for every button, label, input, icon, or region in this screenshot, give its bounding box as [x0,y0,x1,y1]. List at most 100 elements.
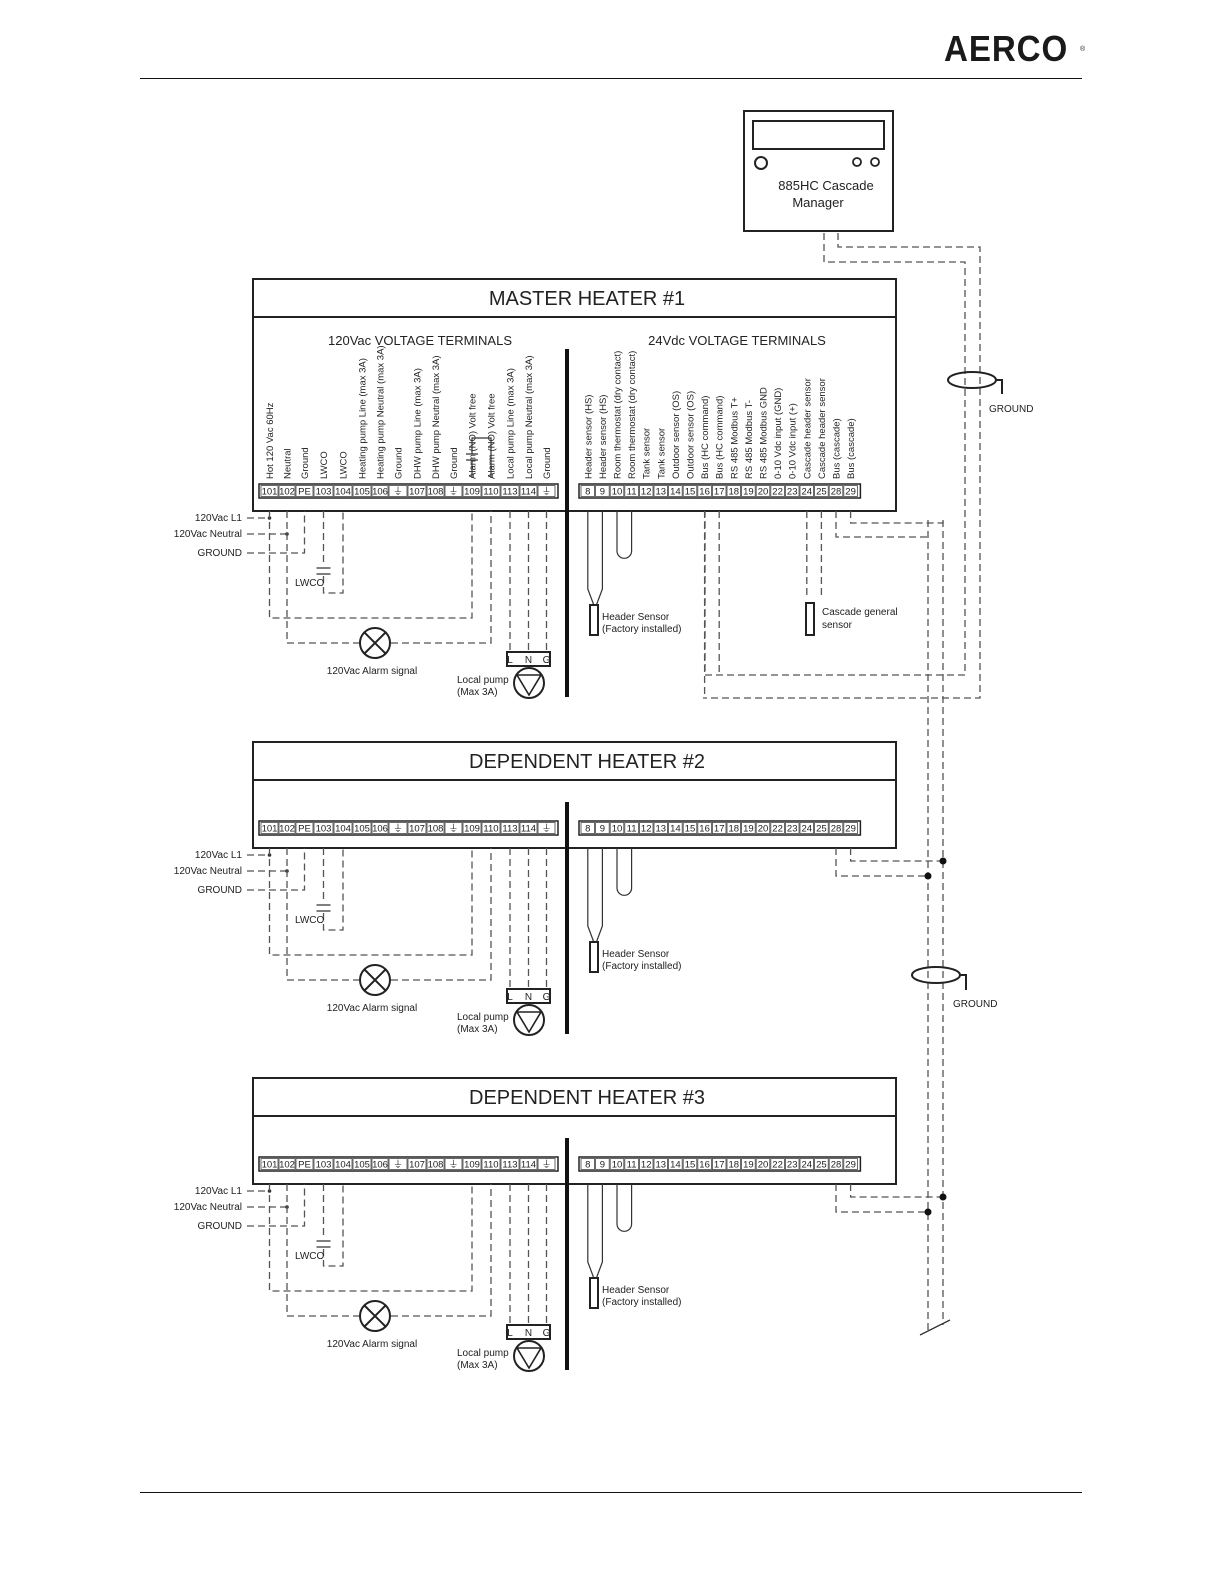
ac-terminal-cell [462,485,482,497]
ac-terminal-label: Alarm (NO) Volt free [487,393,498,479]
lwco-circuit: LWCO [295,511,344,594]
ac-terminal-cell [407,822,427,834]
pump-terminal-l: L [507,1328,513,1339]
ac-terminal-id: 109 [464,824,480,835]
manager-button-icon [870,157,880,167]
dc-terminal-cell [697,822,712,834]
dc-terminal-cell [828,822,844,834]
dc-terminal-id: 18 [729,487,740,498]
dc-terminal: 24 [799,1158,815,1171]
ac-terminal-label: Ground [394,447,405,479]
supply-label: 120Vac L1 [195,1186,243,1197]
ac-terminal-id: 108 [428,487,444,498]
ac-terminal-cell [500,485,520,497]
ac-terminal-id: 104 [335,1160,351,1171]
ac-terminal-id: 107 [409,1160,425,1171]
dc-terminal: 20 [755,1158,771,1171]
thermostat-jumper [616,848,633,896]
lwco-circuit: LWCO [295,848,344,931]
dc-terminal: 20 [755,822,771,835]
dc-terminal-cell [624,822,639,834]
cascade-manager: 885HC Cascade Manager [743,110,894,232]
ac-terminal-cell [500,1158,520,1170]
ac-terminal-cell [333,485,353,497]
ac-terminal: 104 [333,822,353,835]
bus-junction-dot [939,1193,947,1201]
ac-terminal-id: 114 [521,824,536,835]
ac-terminal-cell [407,485,427,497]
ac-terminal-id: 101 [262,824,278,835]
dc-terminal: 12 [639,822,654,835]
dc-terminal-cell [624,485,639,497]
pump-triangle [515,674,543,697]
pump-terminal-block [506,651,551,667]
ac-terminal-cell [537,822,556,834]
dc-terminal: 24 [799,822,815,835]
ac-terminal: 113 [500,1158,520,1171]
dc-terminal-id: 8 [585,487,590,498]
brand-name: AERCO [944,28,1069,69]
dc-terminal-label: Room thermostat (dry contact) [627,351,638,479]
lwco-switch-icon [316,904,331,912]
dc-terminal-cell [580,485,596,497]
ac-terminal-id: PE [298,487,311,498]
pump-terminal-n: N [525,1328,532,1339]
ac-terminal-id: 110 [483,1160,498,1171]
dc-terminal: 16 [697,822,712,835]
heater-title: MASTER HEATER #1 [489,288,685,310]
ac-terminal-id: 113 [502,487,517,498]
ac-terminal-cell [313,485,334,497]
pump-terminal-block [506,988,551,1004]
ac-terminal-id: 110 [483,487,498,498]
dc-terminal-id: 18 [729,1160,740,1171]
ac-terminal-cell [519,822,538,834]
dc-terminal-id: 11 [627,824,637,835]
dc-terminal-cell [639,485,654,497]
ac-terminal: ⏚Ground [537,447,556,498]
ac-terminal-label: LWCO [339,451,350,479]
dc-terminal: 14 [668,822,683,835]
lwco-label: LWCO [295,915,324,926]
dc-terminal-id: 10 [612,824,623,835]
manager-display [752,120,885,150]
dc-terminal-cell [741,485,756,497]
ac-terminal-cell [313,822,334,834]
dc-terminal-id: 13 [656,824,667,835]
dc-terminal-cell [639,1158,654,1170]
dc-terminal: 19 [741,1158,756,1171]
ac-terminal-id: 114 [521,1160,536,1171]
dc-terminal-cell [653,485,669,497]
dc-terminal: 22 [770,822,785,835]
dc-terminal-id: 17 [714,1160,725,1171]
header-sensor-line1: Header Sensor [602,1285,670,1296]
pump-terminal-g: G [543,992,551,1003]
header-sensor-leads [587,1184,603,1279]
ac-terminal-id: PE [298,1160,311,1171]
ac-terminal-id: 113 [502,824,517,835]
dc-terminal-cell [609,485,625,497]
dc-terminal-cell [799,485,815,497]
dc-terminal-id: 9 [600,824,605,835]
dc-terminal: 8 [580,822,596,835]
ac-terminal-id: 106 [372,487,388,498]
thermostat-jumper [616,511,633,559]
ac-terminal: 113 [500,822,520,835]
dc-strip-frame [578,820,862,836]
ac-terminal-cell [278,1158,296,1170]
dc-terminal-id: 25 [816,824,827,835]
pump-triangle [515,1347,543,1370]
ac-terminal-id: ⏚ [393,824,403,835]
dc-terminal-cell [682,1158,698,1170]
ac-terminal-label: Ground [542,447,553,479]
